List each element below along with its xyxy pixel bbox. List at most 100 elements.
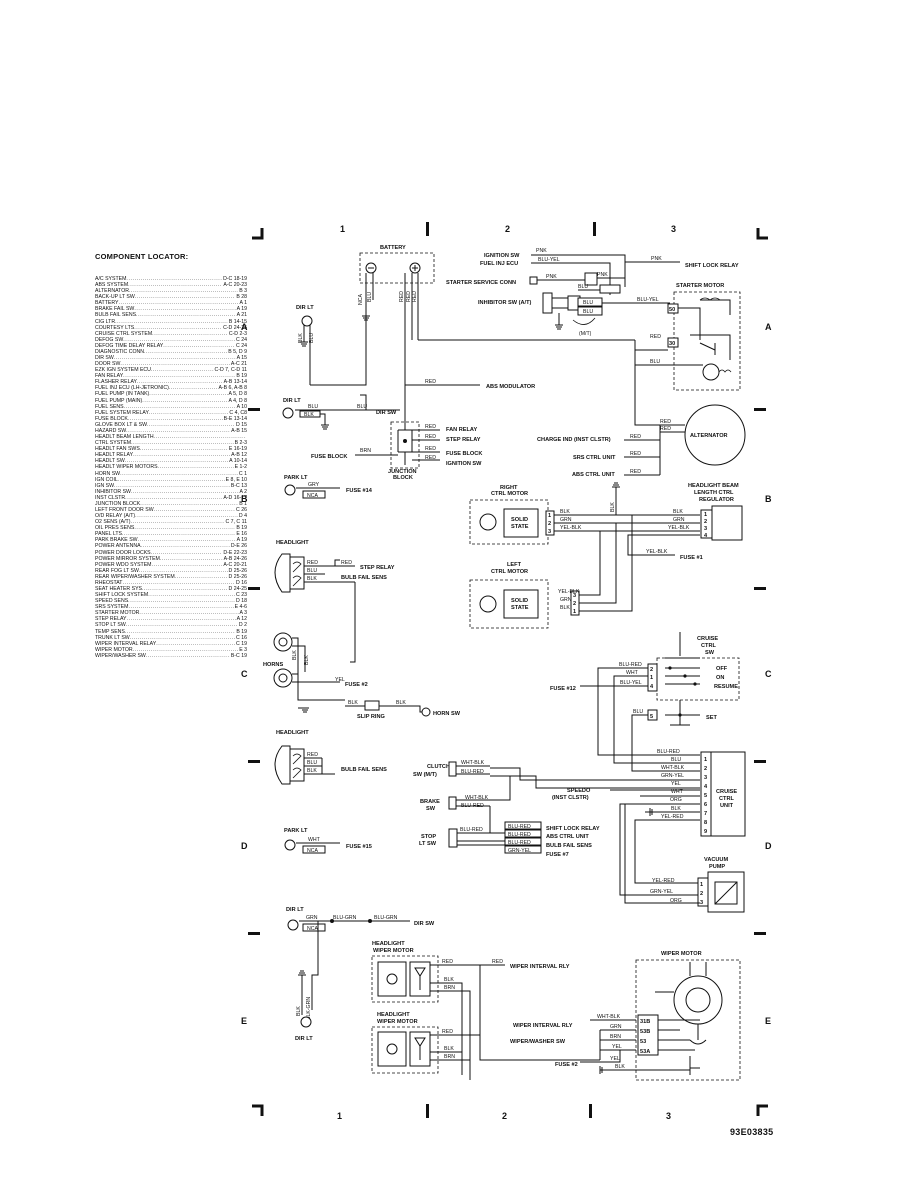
dir3-blu-grn-2: BLU-GRN [374,915,398,921]
locator-component-name: FUEL PUMP (IN TANK) [95,391,150,398]
hwm2-label-1: HEADLIGHT [377,1012,410,1018]
wiper-interval-rly-2: WIPER INTERVAL RLY [513,1023,573,1029]
headlight-bottom: HEADLIGHT RED BLU BLK BULB FAIL SENS [274,730,387,785]
locator-row: STARTER MOTORA 3 [95,610,247,616]
locator-row: BULB FAIL SENSA 21 [95,312,247,318]
locator-component-name: FLASHER RELAY [95,379,137,386]
locator-row: HAZARD SWA-B 15 [95,428,247,434]
dir3-grn: GRN [306,915,318,921]
locator-component-name: STOP LT SW [95,622,126,629]
speedo-label-1: SPEEDO [567,788,591,794]
locator-grid-ref: D-E 22-23 [223,549,247,556]
locator-grid-ref: C 26 [236,506,247,513]
vp-label-2: PUMP [709,864,725,870]
pnk-wire-3: PNK [546,274,557,280]
locator-component-name: DEFOG TIME DELAY RELAY [95,342,164,349]
locator-row: GLOVE BOX LT & SWD 15 [95,422,247,428]
ccu-pin-7: 7 [704,811,707,817]
bulb-fail-sens-1: BULB FAIL SENS [341,575,387,581]
locator-component-name: POWER DOOR LOCKS [95,549,151,556]
fuse-2-label-1: FUSE #2 [345,682,368,688]
ccu-pin-9: 9 [704,829,707,835]
reg-yel-blk: YEL-BLK [668,525,690,531]
stop-lt-sw-label-2: LT SW [419,841,437,847]
locator-row: STOP LT SWD 2 [95,622,247,628]
speedo-label-2: (INST CLSTR) [552,795,589,801]
fuse-12-label: FUSE #12 [550,686,576,692]
left-ctrl-motor: LEFT CTRL MOTOR SOLID STATE 3 2 1 YEL-BL… [469,515,633,629]
locator-row: ABS SYSTEMA-C 20-23 [95,282,247,288]
clutch-blu-red: BLU-RED [461,769,484,775]
vacuum-pump: VACUUM PUMP 1 2 3 YEL-RED GRN-YEL ORG [624,804,745,913]
locator-grid-ref: B 19 [236,628,247,635]
battery-red1: RED [399,291,405,302]
locator-grid-ref: D 18 [236,598,247,605]
battery-red3: RED [412,291,418,302]
hwm1-red: RED [442,959,453,965]
charge-ind-label: CHARGE IND (INST CLSTR) [537,437,611,443]
park2-nca: NCA [307,848,318,854]
brake-blu-red: BLU-RED [461,803,484,809]
cruise-ctrl-sw: CRUISE CTRL SW 2 1 4 5 OFF ON RESUME SET… [550,632,740,772]
ccu-grn-yel: GRN-YEL [661,773,684,779]
locator-grid-ref: D-C 18-19 [223,276,247,282]
locator-grid-ref: A 19 [236,537,247,544]
hbr-pin-1: 1 [704,512,707,518]
starter-red: RED [650,334,661,340]
park-lt-label-2: PARK LT [284,828,308,834]
fuse-14-label: FUSE #14 [346,488,373,494]
brake-sw-label-1: BRAKE [420,799,440,805]
grid-row-e-left: E [241,1016,247,1026]
locator-row: ALTERNATORB 3 [95,288,247,294]
locator-component-name: DIAGNOSTIC CONN [95,348,144,355]
stop-blu-red-2: BLU-RED [508,824,531,830]
grid-row-a-right: A [765,322,772,332]
locator-grid-ref: D 25-26 [228,567,247,574]
ignition-area: IGNITION SW FUEL INJ ECU PNK BLU-YEL PNK… [446,248,739,337]
fuse-1-label: FUSE #1 [680,555,703,561]
ccs-blu: BLU [633,709,643,715]
locator-grid-ref: A 15 [236,355,247,362]
step-relay-label-2: STEP RELAY [360,565,395,571]
shift-lock-relay-label: SHIFT LOCK RELAY [685,263,739,269]
right-ctrl-motor-label-2: CTRL MOTOR [491,491,528,497]
locator-component-name: SEAT HEATER SYS [95,585,142,592]
horn-yel: YEL [335,677,345,683]
locator-row: HEADLT SWA 10-14 [95,458,247,464]
locator-row: FUEL SENSA 10 [95,404,247,410]
park-lt-label-1: PARK LT [284,475,308,481]
locator-component-name: LEFT FRONT DOOR SW [95,506,154,513]
grid-col-1-top: 1 [340,224,345,234]
locator-grid-ref: C 16 [236,634,247,641]
ccu-blk: BLK [671,806,681,812]
hwm1-brn: BRN [444,985,455,991]
mt-label: (M/T) [579,331,592,337]
locator-grid-ref: B-C 13 [230,482,247,489]
headlight-beam-regulator: HEADLIGHT BEAM LENGTH CTRL REGULATOR 1 2… [627,483,743,561]
locator-row: REAR FOG LT SWD 25-26 [95,568,247,574]
locator-row: FUEL INJ ECU (LH-JETRONIC)A-B 6, A-B 8 [95,385,247,391]
left-ctrl-motor-label-1: LEFT [507,562,522,568]
fan-relay-label: FAN RELAY [446,427,477,433]
locator-row: FUEL PUMP (MAIN)A 4, D 8 [95,398,247,404]
slip-ring-blk-2: BLK [396,700,406,706]
component-locator-title: COMPONENT LOCATOR: [95,252,189,261]
locator-grid-ref: A-B 12 [231,452,247,459]
locator-grid-ref: E 16-19 [228,446,247,453]
hbr-pin-2: 2 [704,519,707,525]
hbr-pin-3: 3 [704,526,707,532]
dir-lt-top: DIR LT BLK BLU DIR LT BLU BLK BLU DIR SW [282,300,400,430]
locator-component-name: SHIFT LOCK SYSTEM [95,592,149,599]
ccu-label-1: CRUISE [716,789,737,795]
blu-wire-2: BLU [583,300,593,306]
ccu-pin-6: 6 [704,802,707,808]
locator-row: POWER ANTENNAD-E 26 [95,543,247,549]
locator-component-name: IGN COIL [95,476,118,483]
srs-ctrl-unit-label: SRS CTRL UNIT [573,455,616,461]
wm-grn: GRN [610,1024,622,1030]
slip-ring-blk-1: BLK [348,700,358,706]
locator-row: WIPER/WASHER SWB-C 19 [95,653,247,659]
starter-motor: STARTER MOTOR 50 30 RED BLU [634,283,741,391]
